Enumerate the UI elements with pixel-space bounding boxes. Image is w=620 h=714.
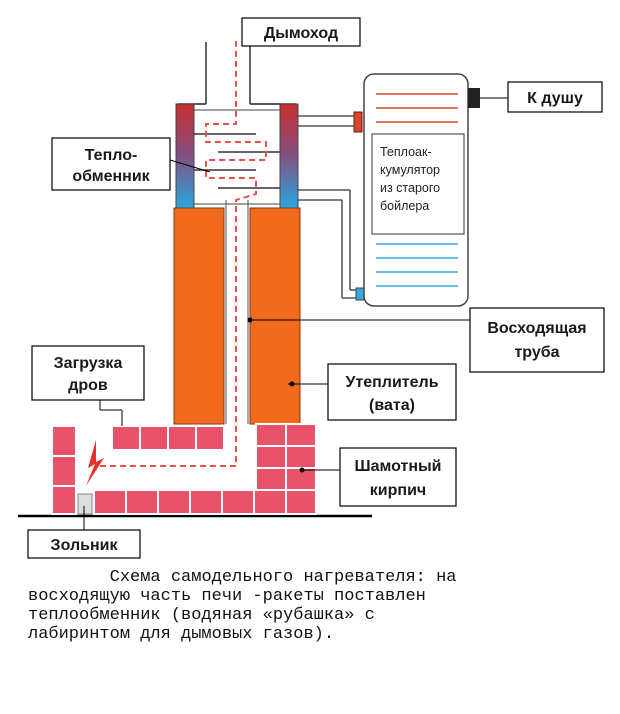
accumulator-line-2: кумулятор — [380, 163, 440, 177]
label-riser: Восходящая труба — [469, 307, 605, 373]
cold-water-lines — [376, 243, 458, 287]
label-riser-line-1: Восходящая — [487, 320, 586, 337]
firebrick-masonry — [51, 423, 317, 515]
label-heat-exchanger-line-2: обменник — [72, 168, 150, 185]
label-heat-exchanger-line-1: Тепло- — [85, 147, 138, 164]
cold-water-outlet — [355, 287, 365, 301]
heat-exchanger-jacket — [175, 103, 299, 209]
label-riser-line-2: труба — [514, 344, 559, 361]
accumulator-label-box — [371, 133, 465, 235]
label-to-shower: К душу — [507, 81, 603, 113]
flue-gas-path — [100, 40, 267, 467]
label-chimney-text: Дымоход — [264, 25, 338, 42]
hot-water-lines — [376, 93, 458, 123]
label-firebrick-line-1: Шамотный — [355, 458, 442, 475]
insulation-right — [249, 207, 301, 425]
diagram-caption: Схема самодельного нагревателя: на восхо… — [28, 568, 457, 644]
label-insulation-line-1: Утеплитель — [345, 374, 438, 391]
label-chimney: Дымоход — [241, 17, 361, 47]
insulation-left — [173, 207, 225, 425]
water-pipes — [298, 115, 360, 299]
label-wood-load-line-1: Загрузка — [54, 355, 123, 372]
label-insulation: Утеплитель (вата) — [327, 363, 457, 421]
accumulator-line-1: Теплоак- — [380, 145, 432, 159]
label-firebrick-line-2: кирпич — [370, 482, 426, 499]
hot-water-inlet — [353, 111, 363, 133]
label-ash-pit-text: Зольник — [51, 537, 119, 554]
label-wood-load-line-2: дров — [68, 377, 108, 394]
riser-pointer-dot — [247, 317, 253, 323]
firebrick-pointer-dot — [299, 467, 305, 473]
label-insulation-line-2: (вата) — [369, 397, 415, 414]
flame-arrow-icon — [86, 440, 104, 486]
label-heat-exchanger: Тепло- обменник — [51, 137, 171, 191]
accumulator-line-4: бойлера — [380, 199, 429, 213]
label-firebrick: Шамотный кирпич — [339, 447, 457, 507]
label-to-shower-text: К душу — [527, 90, 583, 107]
insulation-pointer-dot — [289, 381, 295, 387]
shower-outlet-valve — [468, 88, 480, 108]
leader-lines — [83, 159, 470, 530]
label-wood-load: Загрузка дров — [31, 345, 145, 401]
ash-pit-grate — [77, 493, 93, 515]
label-ash-pit: Зольник — [27, 529, 141, 559]
accumulator-line-3: из старого — [380, 181, 440, 195]
